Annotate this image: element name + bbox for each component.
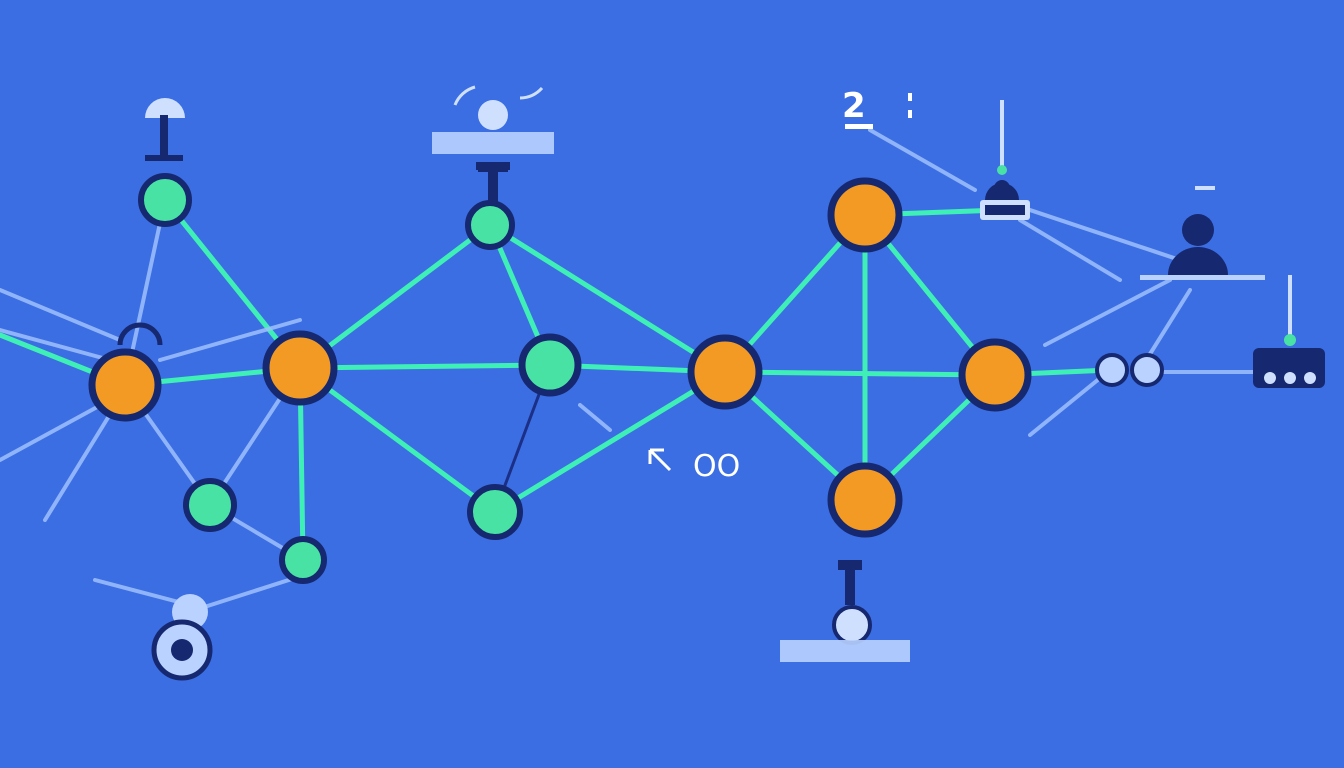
pedestal-icon <box>780 560 910 662</box>
network-device-icon <box>1253 275 1325 388</box>
cursor-icon <box>648 448 672 472</box>
junction-node <box>151 594 213 681</box>
hub-node <box>958 338 1032 412</box>
junction-node <box>1095 353 1129 387</box>
hub-node <box>827 177 903 253</box>
hub-nodes <box>88 177 1032 538</box>
ellipsis-label: OO <box>693 449 740 484</box>
hub-node <box>827 462 903 538</box>
leaf-node <box>518 333 582 397</box>
dot-mark <box>908 110 912 118</box>
tower-icon <box>145 98 185 161</box>
network-device-icon <box>980 100 1030 220</box>
leaf-node <box>183 478 237 532</box>
leaf-node <box>138 173 192 227</box>
node-bracket <box>478 162 508 172</box>
hub-node <box>262 330 338 406</box>
number-label: 2 <box>842 86 866 126</box>
hub-node <box>687 334 763 410</box>
leaf-node <box>467 484 523 540</box>
number-underline <box>845 124 873 129</box>
junction-node <box>1130 353 1164 387</box>
leaf-nodes <box>138 173 582 584</box>
node-bracket <box>117 322 163 346</box>
background-rays <box>0 288 122 462</box>
server-icon <box>432 85 554 202</box>
leaf-node <box>279 536 327 584</box>
person-icon <box>1140 186 1265 280</box>
dot-mark <box>908 93 912 101</box>
leaf-node <box>465 200 515 250</box>
hub-node <box>88 348 162 422</box>
